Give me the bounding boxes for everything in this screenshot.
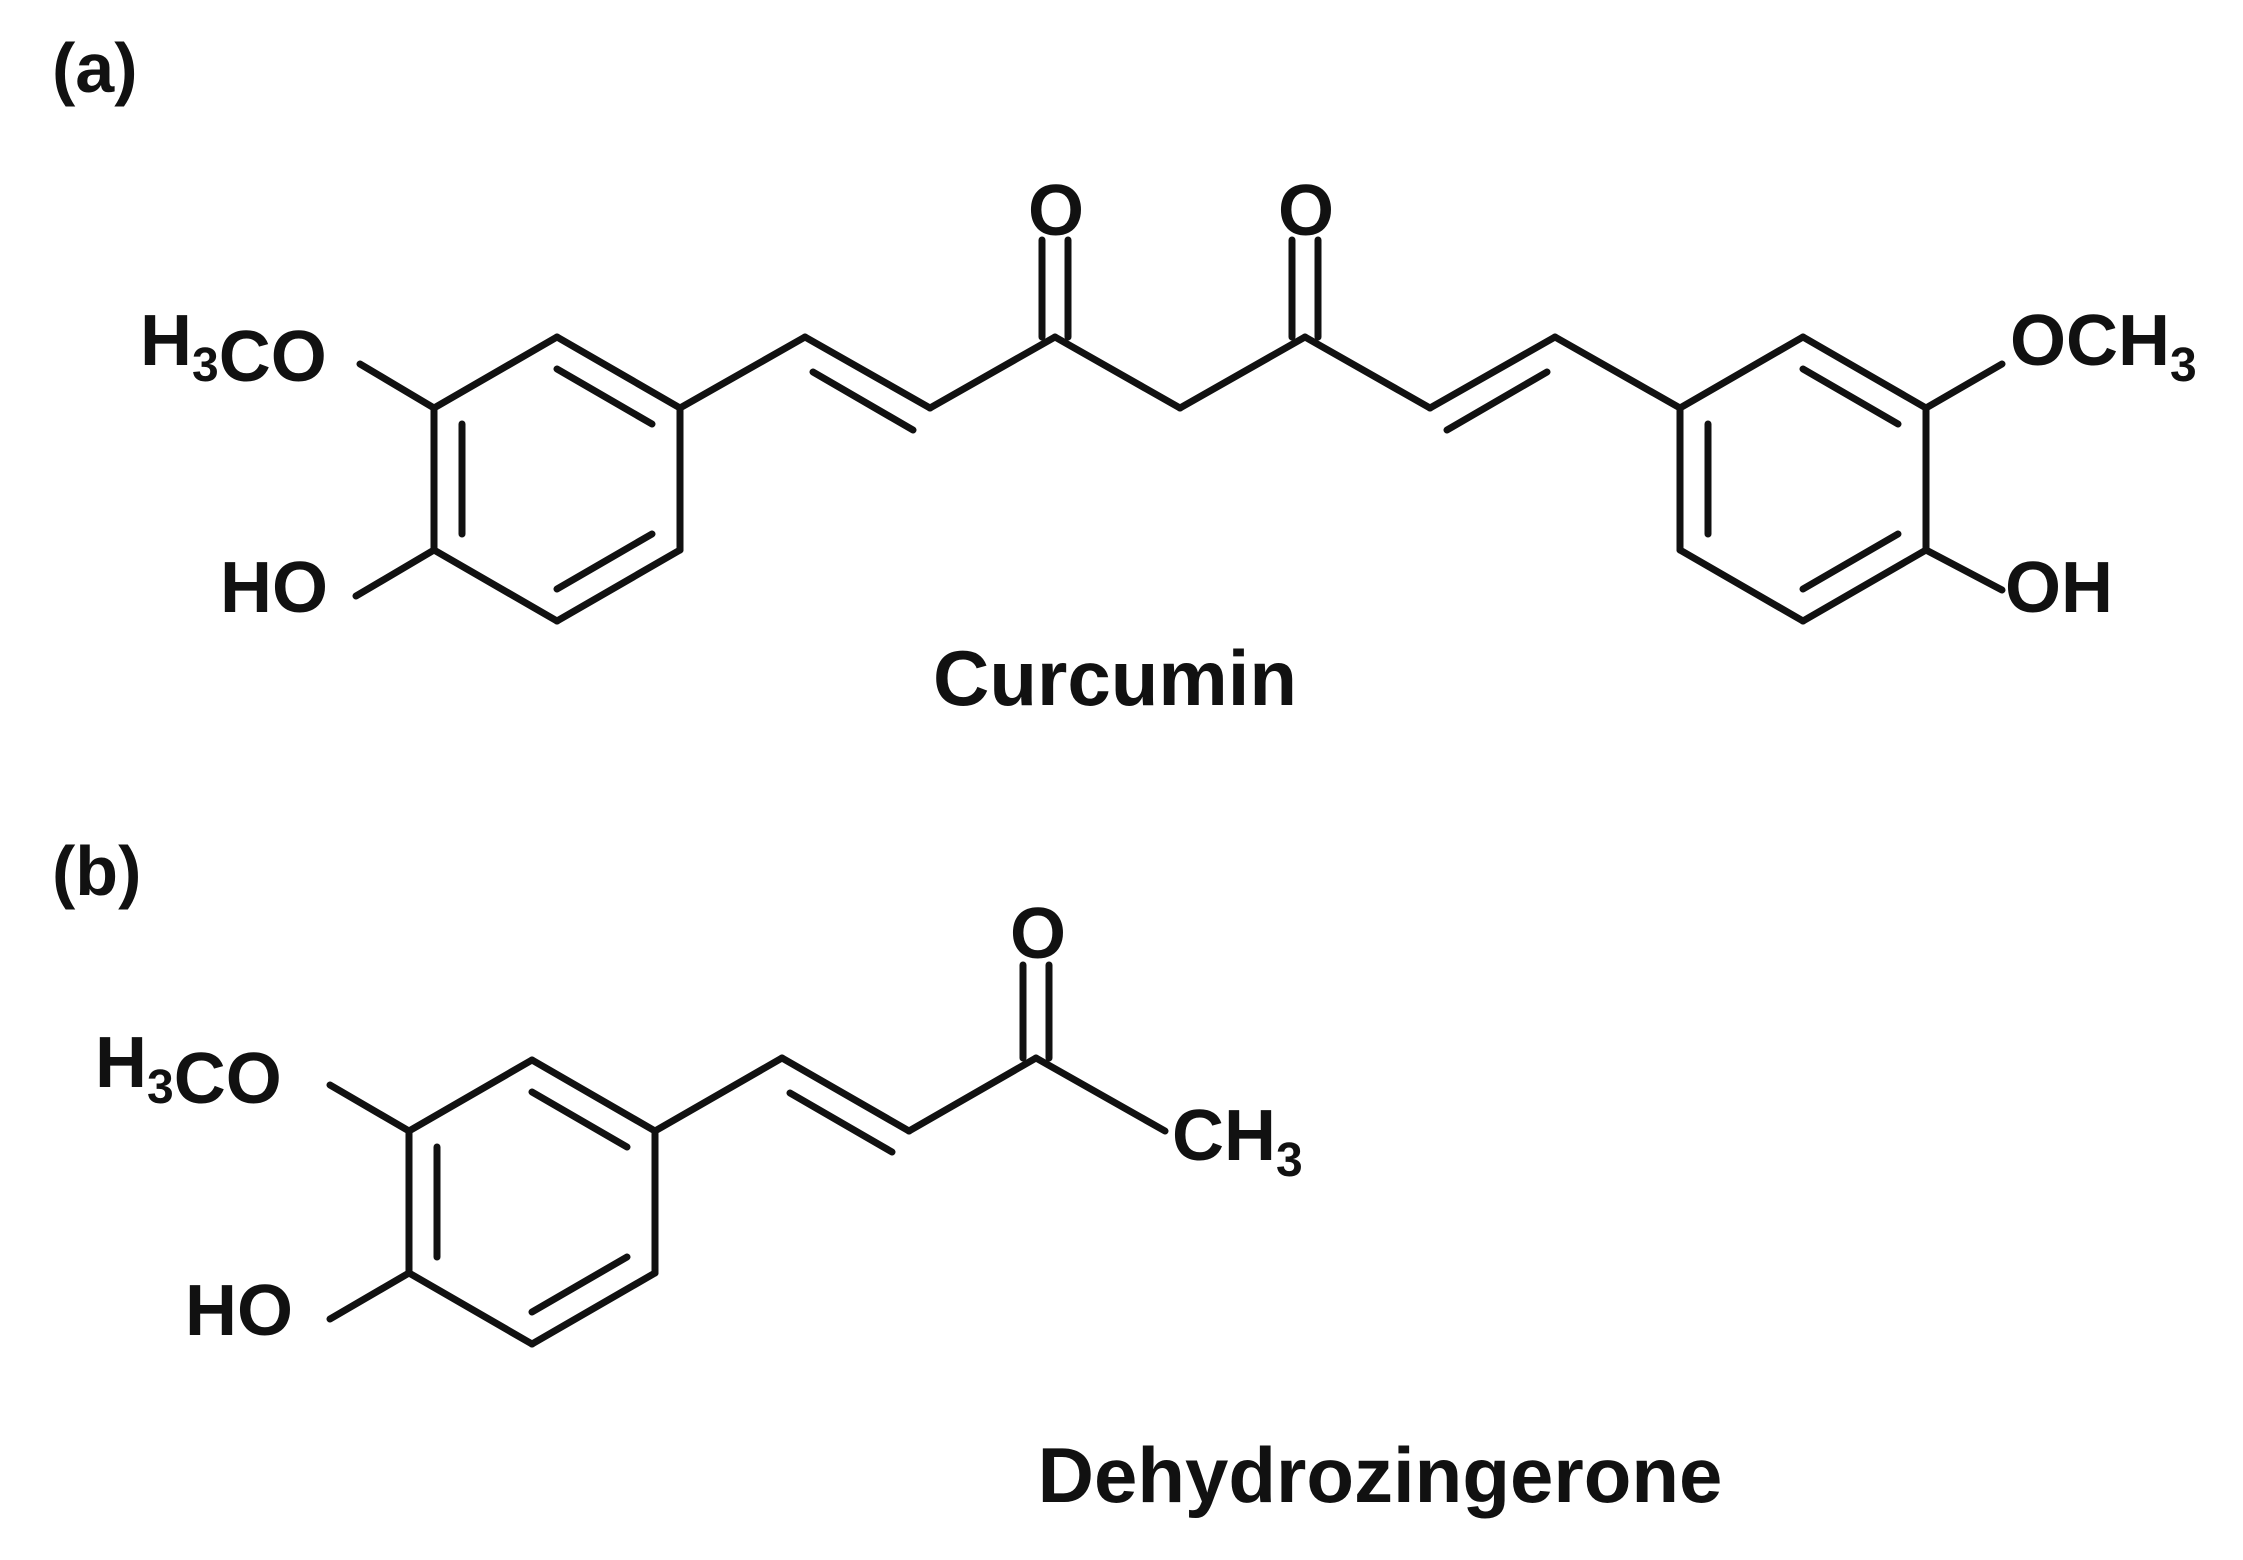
bond — [553, 333, 684, 412]
bond — [1301, 333, 1434, 412]
atom-hydroxy-left: HO — [220, 548, 328, 628]
bond — [1051, 333, 1184, 412]
bond-double — [809, 368, 917, 434]
bond-double — [1443, 368, 1551, 434]
atom-text: H3CO — [95, 1023, 282, 1119]
panel-a-label: (a) — [52, 29, 138, 107]
bond-o-hydroxy — [352, 546, 438, 600]
panel-a: (a) — [52, 29, 2197, 722]
bond — [1551, 333, 1684, 412]
bond-methyl — [1032, 1054, 1169, 1135]
atom-text: OCH3 — [2010, 301, 2197, 392]
atom-methyl: CH3 — [1172, 1096, 1303, 1187]
curcumin-bonds — [352, 236, 2006, 625]
bond-o-hydroxy — [1922, 546, 2006, 594]
atom-carbonyl-1: O — [1028, 171, 1084, 251]
bond-o-hydroxy — [326, 1269, 413, 1323]
bond — [1176, 333, 1309, 412]
bond — [430, 333, 561, 412]
bond-inner — [1799, 530, 1902, 593]
bond — [1426, 333, 1559, 412]
bond-inner — [553, 365, 656, 428]
compound-name-dehydrozingerone: Dehydrozingerone — [1038, 1431, 1723, 1519]
bond — [801, 333, 934, 412]
bond — [905, 1054, 1040, 1135]
bond — [528, 1269, 659, 1348]
bond-inner — [553, 530, 656, 593]
bond-inner — [528, 1088, 631, 1151]
bond-o-methoxy — [356, 360, 438, 412]
atom-hydroxy-right: OH — [2005, 548, 2113, 628]
bond-inner — [1799, 365, 1902, 428]
bond — [1799, 546, 1930, 625]
curcumin-atoms: H3CO HO O O OCH3 OH — [140, 171, 2197, 628]
dehydrozingerone-bonds — [326, 961, 1169, 1348]
bond — [651, 1054, 786, 1135]
bond-double — [786, 1089, 896, 1156]
bond-o-methoxy — [326, 1081, 413, 1135]
atom-carbonyl: O — [1010, 894, 1066, 974]
bond — [553, 546, 684, 625]
bond-inner — [528, 1253, 631, 1316]
bond — [926, 333, 1059, 412]
bond — [778, 1054, 913, 1135]
panel-b: (b) H3CO — [52, 832, 1722, 1519]
bond — [1676, 333, 1807, 412]
bond-o-methoxy — [1922, 360, 2006, 412]
bond — [430, 546, 561, 625]
bond — [1676, 546, 1807, 625]
bond — [405, 1056, 536, 1135]
atom-methoxy: H3CO — [95, 1023, 282, 1119]
dehydrozingerone-atoms: H3CO HO O CH3 — [95, 894, 1303, 1351]
atom-text: CH3 — [1172, 1096, 1303, 1187]
compound-name-curcumin: Curcumin — [933, 634, 1297, 722]
atom-carbonyl-2: O — [1278, 171, 1334, 251]
bond — [1799, 333, 1930, 412]
bond — [676, 333, 809, 412]
atom-methoxy-right: OCH3 — [2010, 301, 2197, 392]
atom-hydroxy: HO — [185, 1271, 293, 1351]
panel-b-label: (b) — [52, 832, 141, 910]
bond — [405, 1269, 536, 1348]
atom-methoxy-left: H3CO — [140, 301, 327, 397]
atom-text: H3CO — [140, 301, 327, 397]
bond — [528, 1056, 659, 1135]
